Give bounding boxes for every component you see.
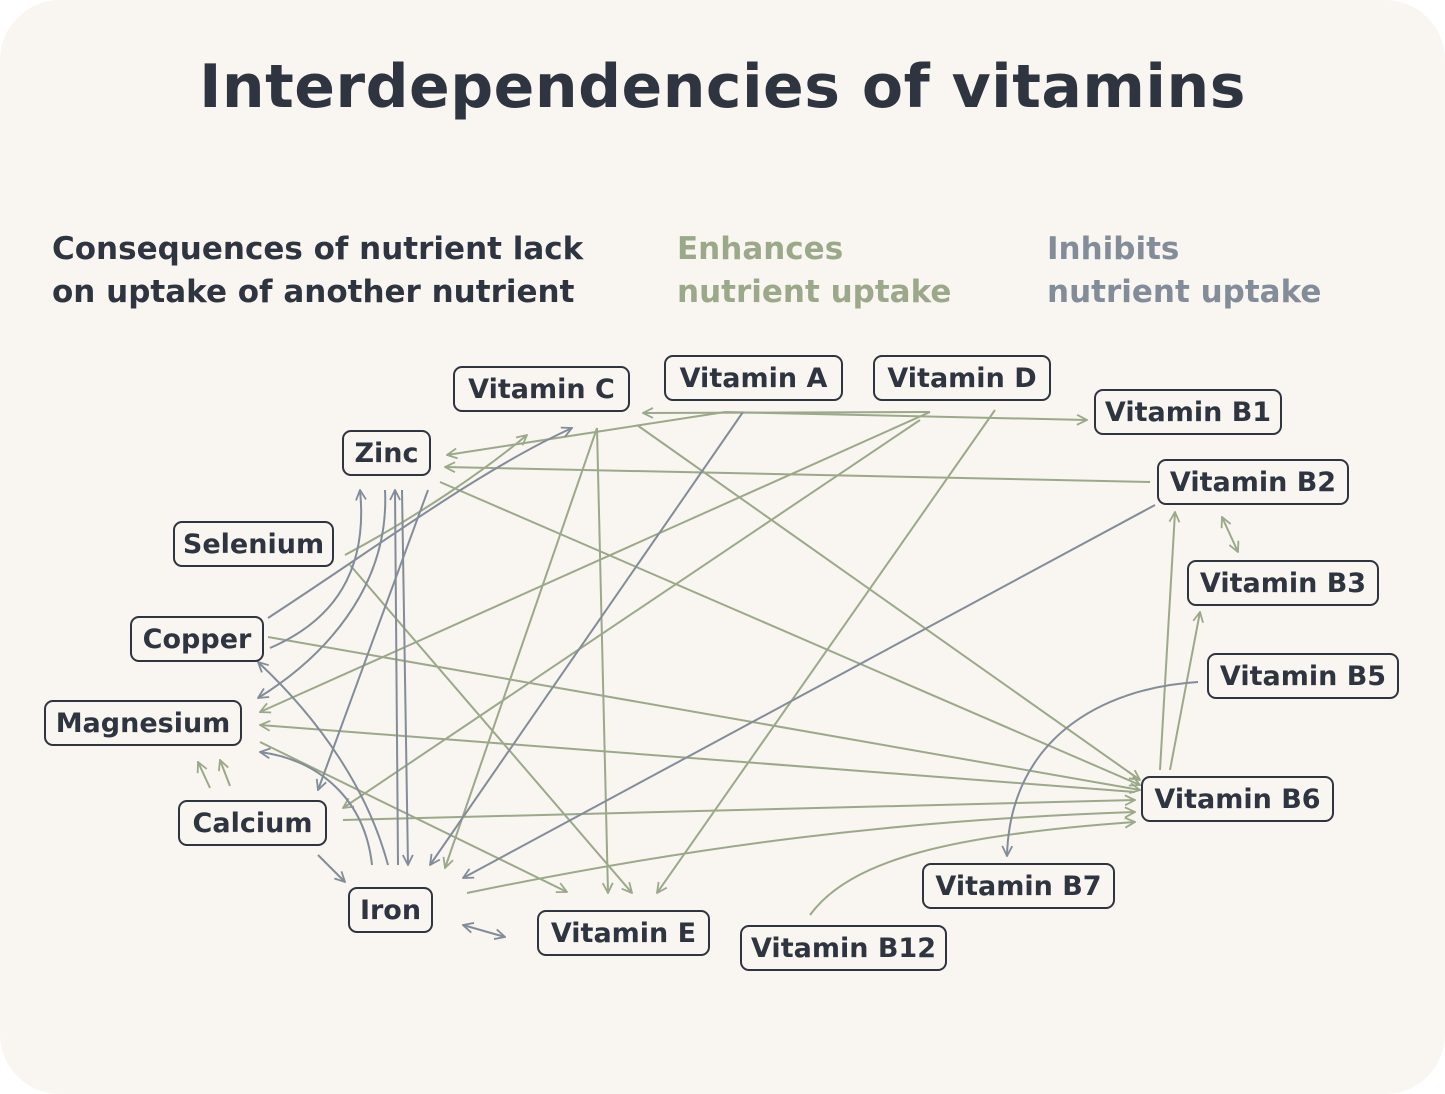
arrow-vitamin-b6-to-vitamin-b2 xyxy=(1159,512,1175,771)
arrow-vitamin-b12-to-vitamin-b6 xyxy=(809,822,1135,916)
legend-enhances-line-2: nutrient uptake xyxy=(677,274,952,310)
legend-inhibits-line-2: nutrient uptake xyxy=(1047,274,1322,310)
node-vitamin-c: Vitamin C xyxy=(453,366,630,412)
node-copper: Copper xyxy=(130,616,264,662)
arrow-vitamin-d-to-vitamin-e xyxy=(657,409,996,893)
node-vitamin-d: Vitamin D xyxy=(873,355,1051,401)
legend-inhibits: Inhibits nutrient uptake xyxy=(1047,228,1321,314)
legend-enhances-line-1: Enhances xyxy=(677,231,844,267)
node-vitamin-a: Vitamin A xyxy=(664,355,843,401)
node-vitamin-b2: Vitamin B2 xyxy=(1157,459,1349,505)
node-selenium: Selenium xyxy=(173,521,334,567)
node-calcium: Calcium xyxy=(178,800,327,846)
arrow-vitamin-b6-to-vitamin-b3 xyxy=(1169,612,1200,771)
node-vitamin-b12: Vitamin B12 xyxy=(740,925,947,971)
legend-enhances: Enhances nutrient uptake xyxy=(677,228,951,314)
arrow-calcium-to-magnesium-a xyxy=(198,762,211,789)
arrow-calcium-to-magnesium-b xyxy=(220,760,231,787)
arrow-iron-to-zinc xyxy=(395,490,398,866)
node-iron: Iron xyxy=(348,887,433,933)
arrow-vitamin-b5-to-vitamin-b7 xyxy=(1007,681,1199,856)
legend-consequences-line-2: on uptake of another nutrient xyxy=(52,274,575,310)
arrow-vitamin-d-to-calcium xyxy=(343,419,921,808)
arrow-iron-to-magnesium xyxy=(260,752,373,866)
arrow-selenium-to-vitamin-c xyxy=(344,435,527,556)
inhibits-arrows xyxy=(258,411,1199,937)
arrow-vitamin-a-to-vitamin-b6 xyxy=(636,424,1140,780)
legend-consequences-line-1: Consequences of nutrient lack xyxy=(52,231,584,267)
node-vitamin-e: Vitamin E xyxy=(537,910,710,956)
node-vitamin-b3: Vitamin B3 xyxy=(1187,560,1379,606)
node-vitamin-b1: Vitamin B1 xyxy=(1094,389,1282,435)
arrow-vitamin-d-to-magnesium xyxy=(260,411,931,712)
arrow-vitamin-b6-to-magnesium xyxy=(260,725,1136,793)
arrow-vitamin-b2-vitamin-b3 xyxy=(1222,517,1238,552)
legend-inhibits-line-1: Inhibits xyxy=(1047,231,1180,267)
arrow-copper-to-zinc xyxy=(269,490,361,649)
node-vitamin-b7: Vitamin B7 xyxy=(922,863,1115,909)
arrow-vitamin-a-to-iron xyxy=(430,411,744,865)
arrow-vitamin-a-to-zinc xyxy=(447,411,726,455)
arrow-vitamin-c-to-vitamin-e xyxy=(596,427,608,893)
arrow-iron-to-copper xyxy=(258,662,389,866)
arrow-zinc-to-magnesium xyxy=(258,489,387,698)
arrow-iron-vitamin-e xyxy=(463,925,505,937)
arrow-vitamin-d-to-vitamin-a xyxy=(643,412,931,413)
enhances-arrows xyxy=(198,409,1238,916)
page-title: Interdependencies of vitamins xyxy=(199,52,1246,122)
arrow-copper-to-vitamin-b6 xyxy=(267,636,1140,790)
arrow-zinc-to-iron xyxy=(401,489,408,865)
arrow-iron-to-vitamin-b6 xyxy=(466,812,1135,894)
arrow-vitamin-b2-to-iron xyxy=(463,504,1156,878)
arrow-calcium-to-iron xyxy=(317,854,345,882)
arrow-zinc-to-vitamin-b6 xyxy=(439,481,1140,785)
node-vitamin-b5: Vitamin B5 xyxy=(1207,653,1399,699)
arrow-zinc-to-calcium xyxy=(318,489,429,790)
arrow-magnesium-to-vitamin-e xyxy=(259,741,567,892)
arrow-selenium-to-vitamin-e xyxy=(349,564,632,893)
arrow-calcium-to-vitamin-b6 xyxy=(342,800,1135,821)
legend-consequences: Consequences of nutrient lack on uptake … xyxy=(52,228,583,314)
node-magnesium: Magnesium xyxy=(44,700,242,746)
node-zinc: Zinc xyxy=(342,430,431,476)
arrow-copper-to-vitamin-c xyxy=(267,428,572,619)
arrow-vitamin-c-to-iron xyxy=(445,427,598,868)
node-vitamin-b6: Vitamin B6 xyxy=(1141,776,1334,822)
arrow-vitamin-b2-to-zinc xyxy=(445,467,1151,483)
